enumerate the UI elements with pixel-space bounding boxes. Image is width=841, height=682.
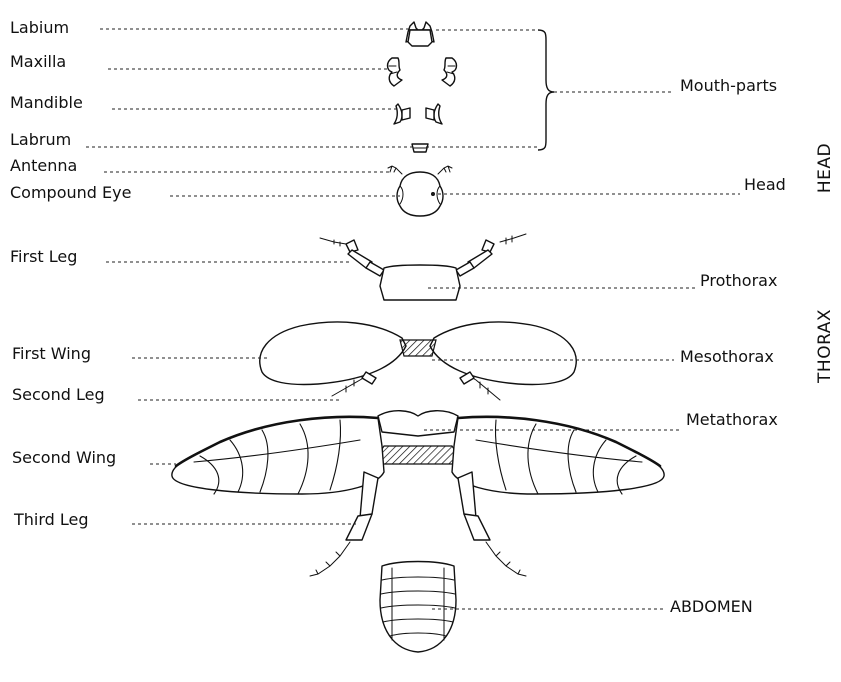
label-third-leg: Third Leg [13, 510, 89, 529]
label-first-leg: First Leg [10, 247, 77, 266]
labrum-drawing [412, 144, 428, 152]
label-first-wing: First Wing [12, 344, 91, 363]
label-abdomen: ABDOMEN [670, 597, 753, 616]
abdomen-drawing [380, 562, 456, 653]
label-mouth-parts: Mouth-parts [680, 76, 777, 95]
label-second-wing: Second Wing [12, 448, 116, 467]
label-labrum: Labrum [10, 130, 71, 149]
prothorax-drawing [380, 265, 460, 300]
labium-drawing [406, 22, 434, 46]
section-label-head: HEAD [815, 143, 835, 193]
label-head: Head [744, 175, 786, 194]
metathorax-drawing [376, 411, 460, 464]
maxilla-drawing [388, 58, 457, 86]
label-antenna: Antenna [10, 156, 77, 175]
label-compound-eye: Compound Eye [10, 183, 131, 202]
section-label-thorax: THORAX [815, 309, 835, 384]
label-mandible: Mandible [10, 93, 83, 112]
label-metathorax: Metathorax [686, 410, 778, 429]
head-capsule-drawing [388, 166, 452, 216]
label-maxilla: Maxilla [10, 52, 66, 71]
label-prothorax: Prothorax [700, 271, 777, 290]
label-mesothorax: Mesothorax [680, 347, 774, 366]
leader-lines [86, 29, 740, 609]
mandible-drawing [394, 104, 442, 124]
label-second-leg: Second Leg [12, 385, 105, 404]
label-labium: Labium [10, 18, 69, 37]
mesothorax-drawing [260, 322, 576, 400]
